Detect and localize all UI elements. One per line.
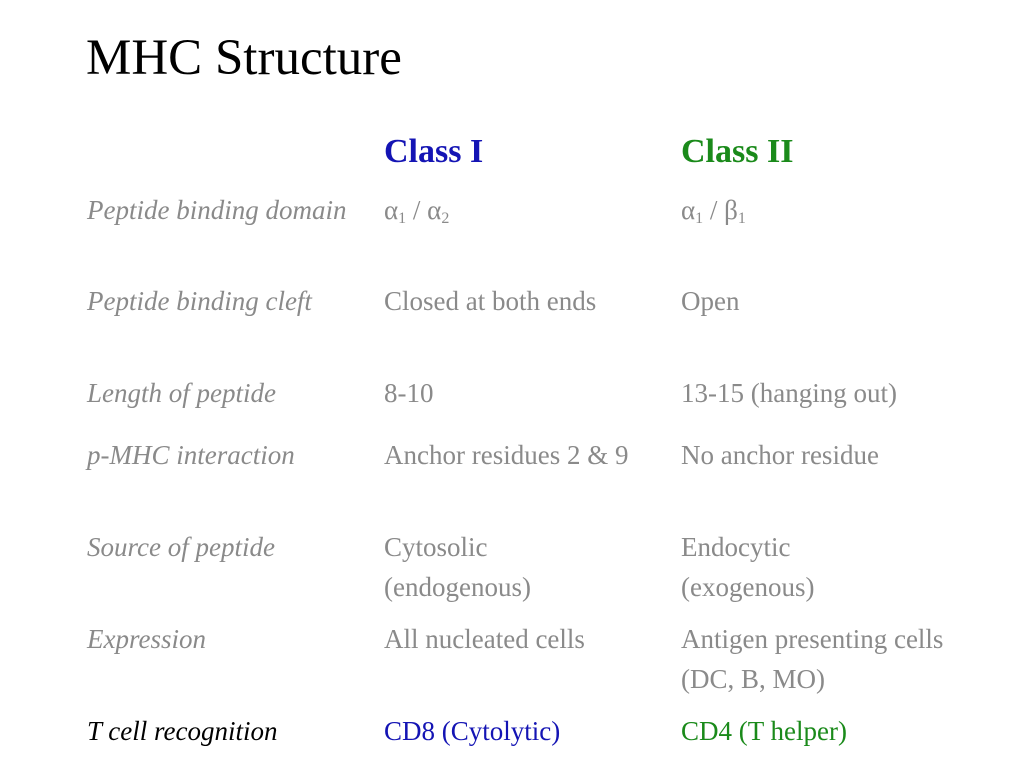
column-header-class-ii: Class II — [681, 133, 794, 170]
column-header-class-i: Class I — [384, 133, 484, 170]
class-i-length: 8-10 — [384, 378, 434, 408]
subscript: 1 — [737, 210, 746, 227]
row-label-t-cell-recognition: T cell recognition — [87, 716, 278, 746]
class-ii-source: Endocytic (exogenous) — [681, 532, 815, 602]
row-label-source-of-peptide: Source of peptide — [87, 532, 275, 562]
class-ii-length: 13-15 (hanging out) — [681, 378, 897, 408]
row-label-length-of-peptide: Length of peptide — [87, 378, 276, 408]
alpha-symbol: α — [681, 195, 696, 225]
subscript: 1 — [695, 210, 704, 227]
class-ii-binding-domain: α1 / β1 — [681, 190, 1011, 230]
class-i-cleft: Closed at both ends — [384, 286, 597, 316]
row-label-p-mhc-interaction: p-MHC interaction — [87, 440, 295, 470]
separator: / — [703, 195, 725, 225]
class-ii-expression: Antigen presenting cells (DC, B, MO) — [681, 624, 944, 694]
class-ii-t-cell: CD4 (T helper) — [681, 716, 847, 746]
class-i-binding-domain: α1 / α2 — [384, 190, 674, 230]
alpha-symbol: α — [427, 195, 442, 225]
class-ii-interaction: No anchor residue — [681, 440, 879, 470]
subscript: 1 — [398, 210, 407, 227]
alpha-symbol: α — [384, 195, 399, 225]
row-label-expression: Expression — [87, 624, 206, 654]
row-label-peptide-binding-domain: Peptide binding domain — [87, 195, 347, 225]
class-i-expression: All nucleated cells — [384, 624, 585, 654]
class-i-source: Cytosolic (endogenous) — [384, 532, 531, 602]
separator: / — [406, 195, 428, 225]
slide-title: MHC Structure — [86, 30, 402, 86]
beta-symbol: β — [724, 195, 738, 225]
class-i-interaction: Anchor residues 2 & 9 — [384, 440, 629, 470]
subscript: 2 — [441, 210, 450, 227]
class-i-t-cell: CD8 (Cytolytic) — [384, 716, 561, 746]
row-label-peptide-binding-cleft: Peptide binding cleft — [87, 286, 312, 316]
class-ii-cleft: Open — [681, 286, 740, 316]
